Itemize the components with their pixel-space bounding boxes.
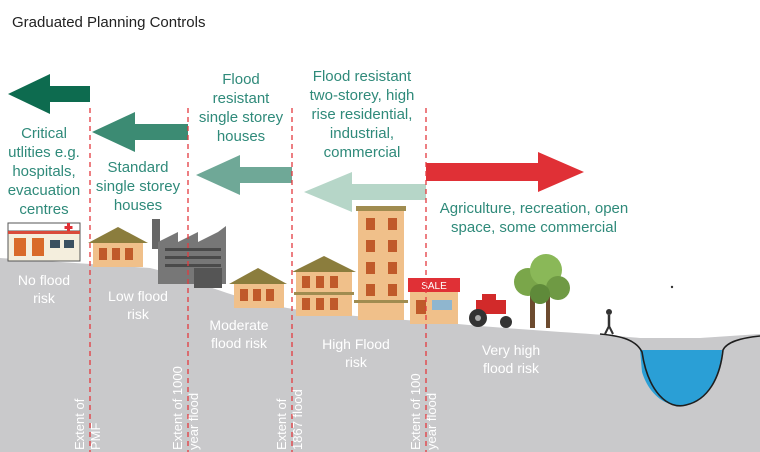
extent-100-year-label: Extent of 100 year flood [408,373,440,450]
use-line: two-storey, high [309,87,415,104]
house-icon [229,268,287,308]
risk-line: No flood [17,272,71,288]
person-icon [604,309,614,335]
arrow-critical [8,74,90,114]
use-line: single storey [198,109,284,126]
use-line: Flood [222,71,260,88]
arrow-standard [92,112,188,152]
risk-line: risk [345,354,367,370]
risk-zone-very-high-flood: Very high flood risk [456,341,566,377]
use-line: houses [216,128,266,145]
arrow-flood-multi [304,172,426,212]
use-line: space, some commercial [451,219,617,236]
extent-line: year flood [424,392,439,450]
risk-line: flood risk [210,335,268,351]
risk-line: Very high [481,342,541,358]
risk-zone-high-flood: High Flood risk [306,335,406,371]
use-agriculture: Agriculture, recreation, open space, som… [428,199,640,237]
house-icon [88,227,148,267]
extent-line: Extent of [274,398,289,450]
extent-line: Extent of 100 [408,373,423,450]
diagram-title: Graduated Planning Controls [12,14,206,31]
extent-pmf-label: Extent of PMF [72,399,104,450]
extent-1867-label: Extent of 1867 flood [274,389,306,450]
extent-line: PMF [88,422,103,450]
extent-line: Extent of 1000 [170,366,185,450]
risk-zone-low-flood: Low flood risk [92,287,184,323]
arrow-agriculture [426,152,584,192]
extent-line: Extent of [72,398,87,450]
extent-1000-year-label: Extent of 1000 year flood [170,366,202,450]
use-line: houses [113,197,163,214]
use-line: commercial [323,144,401,161]
risk-line: risk [127,306,149,322]
use-line: evacuation [7,182,81,199]
apartment-building-icon [354,206,408,320]
risk-line: Low flood [108,288,168,304]
use-flood-resistant-single: Flood resistant single storey houses [190,70,292,146]
use-line: resistant [212,90,270,107]
use-line: industrial, [329,125,395,142]
ground [0,258,760,452]
use-line: utlities e.g. [8,144,80,161]
use-line: Agriculture, recreation, open [439,200,629,217]
use-critical-utilities: Critical utlities e.g. hospitals, evacua… [4,124,84,219]
risk-line: flood risk [482,360,540,376]
hospital-icon [7,222,81,262]
risk-line: risk [33,290,55,306]
use-line: Flood resistant [312,68,412,85]
risk-zone-moderate-flood: Moderate flood risk [192,316,286,352]
risk-zone-no-flood: No flood risk [2,271,86,307]
use-line: Critical [21,125,67,142]
river [640,350,722,406]
two-storey-house-icon [292,256,356,316]
factory-icon [152,219,226,288]
use-line: Standard [107,159,169,176]
extent-line: 1867 flood [290,389,305,450]
use-line: single storey [95,178,181,195]
use-line: rise residential, [311,106,413,123]
risk-line: Moderate [209,317,269,333]
risk-line: High Flood [322,336,390,352]
tractor-icon [469,294,512,328]
use-line: centres [19,201,69,218]
use-flood-resistant-multi: Flood resistant two-storey, high rise re… [294,67,430,162]
sale-sign-text: SALE [421,281,447,292]
use-line: hospitals, [12,163,76,180]
arrow-flood-single [196,155,292,195]
dot-mark [670,285,674,289]
river-bank [599,333,760,407]
use-standard-houses: Standard single storey houses [88,158,188,215]
extent-line: year flood [186,392,201,450]
tree-icon [514,254,570,328]
shop-icon: SALE [408,278,460,324]
